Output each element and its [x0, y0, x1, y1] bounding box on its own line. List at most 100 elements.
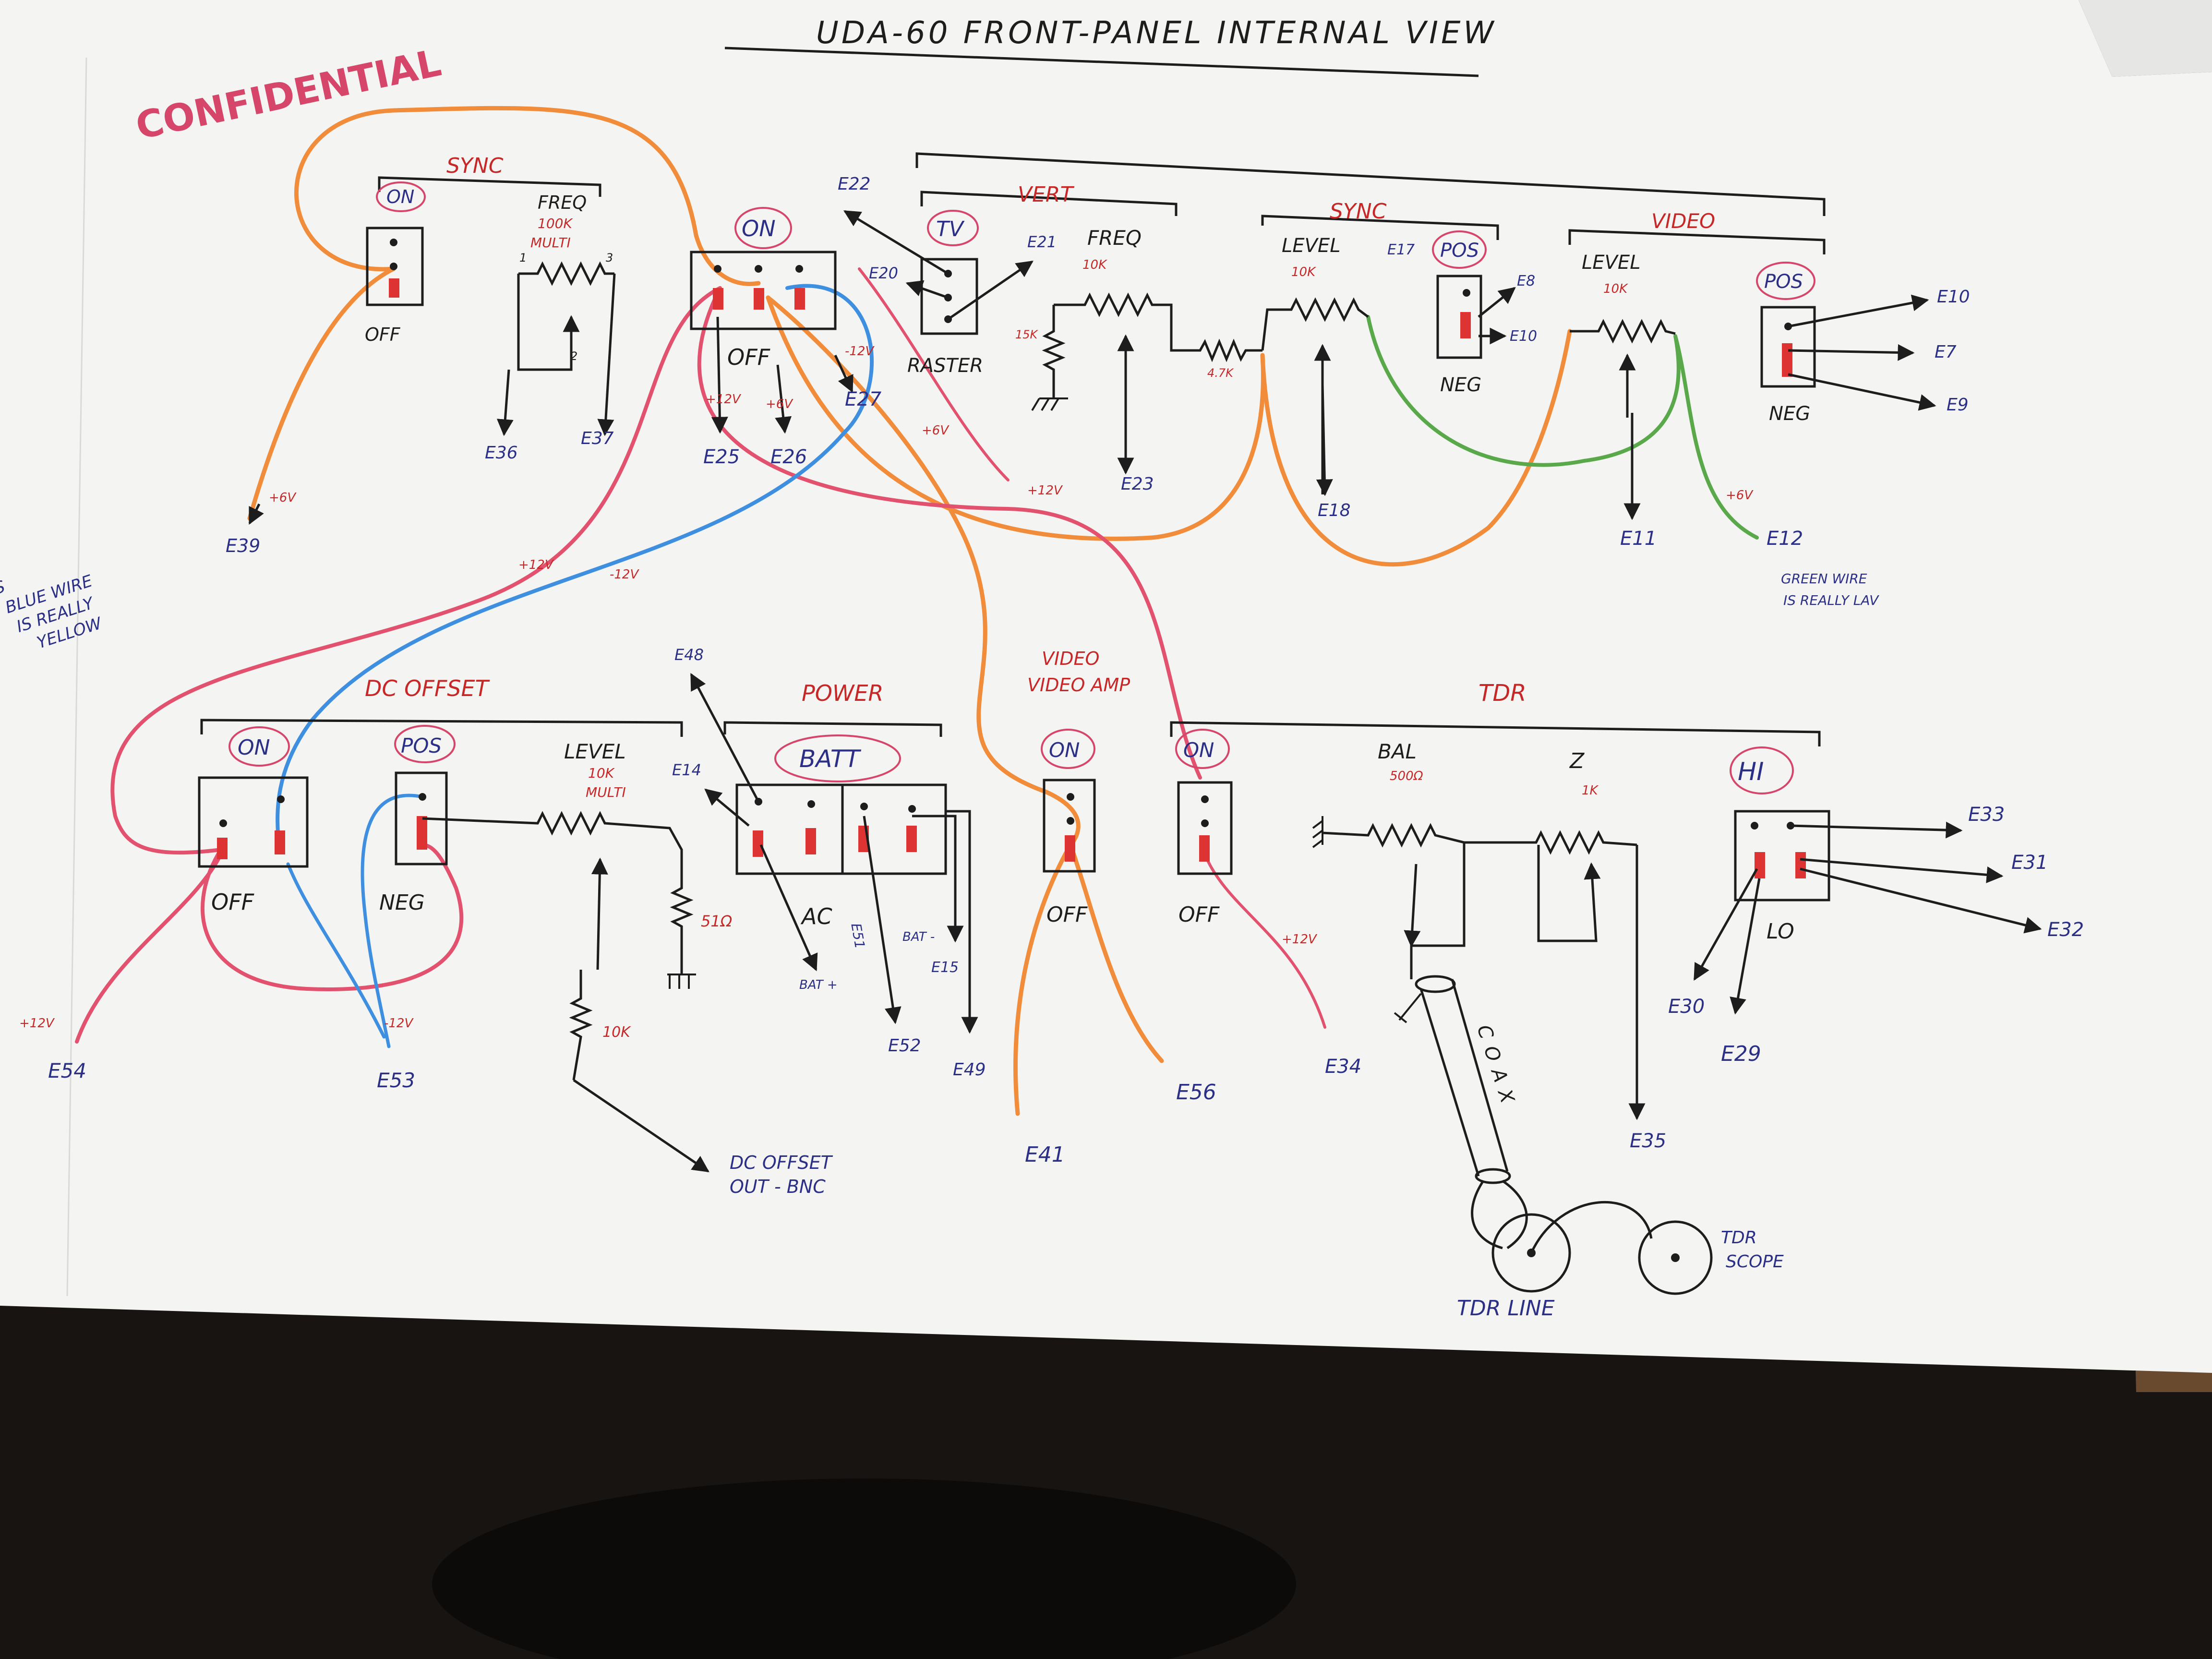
e10-video-label: E10 — [1937, 287, 1970, 307]
sync-on-circle — [376, 181, 426, 212]
e29-label: E29 — [1721, 1042, 1761, 1066]
page-title: UDA-60 FRONT-PANEL INTERNAL VIEW — [816, 15, 1497, 51]
power-to-e52 — [863, 816, 902, 1024]
main-on-label: ON — [742, 216, 776, 241]
dc-level-wiper — [591, 857, 608, 970]
tdr-on-label: ON — [1183, 738, 1214, 762]
hilo-to-e31 — [1800, 858, 2004, 883]
sync-switch-lever — [389, 278, 399, 298]
dc-offset-section: DC OFFSET ON OFF POS NEG LEVEL 10K MULTI… — [19, 675, 833, 1197]
e23-label: E23 — [1121, 474, 1154, 494]
dc-lever-1 — [217, 838, 228, 859]
vert-freq-pot — [1054, 292, 1262, 362]
dc-offset-out-line-1: DC OFFSET — [730, 1152, 833, 1173]
e25-label: E25 — [703, 446, 740, 468]
e27-voltage: -12V — [845, 344, 875, 359]
dc-offset-out-line-2: OUT - BNC — [730, 1176, 826, 1197]
sync-toggle-switch[interactable] — [366, 227, 424, 306]
sync-switch-pin-2 — [390, 263, 397, 270]
power-lever-4 — [906, 826, 917, 852]
main-lever-2 — [754, 288, 764, 310]
green-note-line-2: IS REALLY LAV — [1783, 592, 1879, 608]
video-pos-neg-switch[interactable] — [1760, 306, 1816, 388]
e37-label: E37 — [581, 429, 614, 448]
dc-level-value: 10K — [588, 765, 615, 781]
vert-sync-video-bracket — [915, 152, 1826, 216]
dc-to-bnc — [573, 1079, 709, 1173]
vert-to-e20 — [905, 280, 949, 299]
red-wire-voltage-a: +12V — [518, 558, 554, 572]
power-to-e15 — [912, 815, 964, 943]
paper-left-fold — [66, 57, 87, 1297]
video-lever — [1782, 343, 1792, 377]
e8-label: E8 — [1517, 273, 1535, 289]
ac-label: AC — [800, 903, 832, 929]
power-lever-2 — [805, 828, 816, 854]
green-wire-sync-video — [1366, 315, 1759, 540]
hi-label: HI — [1738, 757, 1764, 786]
main-lever-1 — [713, 288, 723, 310]
main-to-e27 — [834, 354, 854, 393]
paper-second-sheet-edge — [2079, 0, 2212, 77]
dc-on-circle — [228, 726, 290, 767]
batt-circle — [774, 734, 901, 782]
sync-switch-pin-1 — [390, 239, 397, 246]
tdr-on-circle — [1175, 729, 1230, 769]
video-level-value: 10K — [1603, 282, 1628, 296]
dc-on-off-switch[interactable] — [198, 776, 309, 868]
e31-label: E31 — [2011, 852, 2048, 874]
e30-label: E30 — [1668, 996, 1705, 1018]
bat-neg-label: BAT - — [902, 930, 935, 944]
tdr-line-connector[interactable] — [1491, 1213, 1571, 1293]
main-3pole-switch[interactable] — [690, 251, 837, 330]
power-switch-right[interactable] — [841, 783, 947, 875]
sync-pos-neg-switch[interactable] — [1436, 275, 1482, 359]
video-amp-switch[interactable] — [1043, 779, 1096, 873]
sync-pos-lever — [1460, 312, 1471, 338]
video-to-e10 — [1788, 294, 1929, 328]
red-wire-e21-to-e23 — [858, 267, 1010, 481]
e15-label: E15 — [931, 959, 959, 976]
hi-circle — [1730, 746, 1794, 794]
tdr-on-off-switch[interactable] — [1177, 781, 1233, 875]
video-amp-lever — [1065, 835, 1075, 862]
dc-51-label: 51Ω — [701, 912, 733, 930]
wires — [75, 106, 1759, 1116]
e7-label: E7 — [1935, 342, 1957, 362]
power-pin-3 — [860, 803, 868, 810]
main-to-e25 — [711, 316, 728, 434]
sync-level-value: 10K — [1291, 265, 1316, 279]
vert-label: VERT — [1018, 182, 1074, 207]
e27-label: E27 — [845, 388, 882, 410]
e18-label: E18 — [1318, 501, 1351, 520]
video-to-e7 — [1788, 344, 1915, 361]
freq-type: MULTI — [530, 235, 571, 251]
e22-label: E22 — [838, 174, 871, 194]
coax-ground — [1394, 993, 1422, 1023]
sync-label: SYNC — [1330, 199, 1387, 224]
e54-label: E54 — [48, 1059, 86, 1082]
sync-neg-label: NEG — [1440, 374, 1481, 396]
dc-pin-1 — [219, 819, 227, 827]
e20-label: E20 — [869, 264, 898, 282]
bat-plus-label: BAT + — [799, 978, 838, 992]
red-wire-dc-loop — [200, 843, 464, 991]
e41-label: E41 — [1025, 1142, 1065, 1167]
power-section: POWER BATT E48 E14 AC BAT + E51 BAT - E5… — [672, 646, 986, 1080]
vert-tv-raster-switch[interactable] — [920, 258, 978, 335]
red-wire-e54 — [75, 853, 223, 1044]
video-amp-off-label: OFF — [1046, 902, 1088, 927]
orange-wire-sync-loop — [294, 106, 761, 286]
hi-lo-switch[interactable] — [1734, 810, 1830, 902]
sync-pos-pin-1 — [1463, 289, 1470, 297]
e36-label: E36 — [485, 443, 518, 463]
video-amp-label: VIDEO AMP — [1027, 674, 1130, 696]
e32-label: E32 — [2047, 919, 2084, 941]
main-pin-3 — [795, 265, 803, 273]
tdr-lever — [1199, 835, 1210, 862]
tdr-scope-connector[interactable] — [1638, 1220, 1713, 1295]
power-to-e48 — [690, 673, 760, 803]
main-pin-2 — [755, 265, 762, 273]
tdr-bal-wiper — [1411, 842, 1466, 979]
freq-wiper — [517, 274, 580, 371]
